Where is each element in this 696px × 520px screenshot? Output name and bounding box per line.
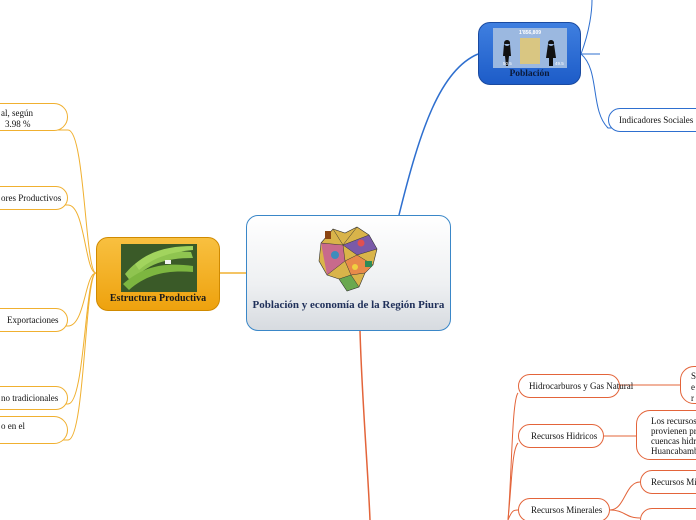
link-poblacion-top [580, 0, 593, 55]
svg-text:50.5: 50.5 [503, 61, 512, 66]
link-central-recursos [359, 330, 371, 520]
subtopic-hidrocarburos[interactable]: Hidrocarburos y Gas Natural [518, 374, 633, 398]
population-infographic-icon: 1'856,809 50.5 49.5 [493, 28, 567, 68]
svg-text:49.5: 49.5 [555, 61, 564, 66]
central-topic[interactable]: Población y economía de la Región Piura [246, 215, 451, 331]
leaf-exportaciones[interactable]: Exportaciones [0, 308, 68, 332]
leaf-no-tradicionales[interactable]: no tradicionales [0, 386, 68, 410]
topic-estructura-label: Estructura Productiva [109, 293, 207, 304]
subtopic-indicadores-sociales[interactable]: Indicadores Sociales [608, 108, 696, 132]
central-topic-title: Población y economía de la Región Piura [252, 299, 445, 311]
population-total: 1'856,809 [519, 30, 541, 36]
leaf-recursos-minerales-sub2[interactable] [640, 508, 696, 520]
banana-photo-icon [121, 244, 197, 292]
leaf-empleo[interactable]: o en el [0, 416, 68, 444]
subtopic-indicadores-label: Indicadores Sociales [619, 115, 694, 125]
link-poblacion-indicadores [580, 53, 696, 129]
leaf-sectores-productivos[interactable]: ores Productivos [0, 186, 68, 210]
note-hidrocarburos[interactable]: S e r [680, 366, 696, 404]
link-central-poblacion [398, 53, 479, 216]
topic-poblacion-label: Población [509, 69, 550, 79]
subtopic-recursos-minerales[interactable]: Recursos Minerales [518, 498, 610, 520]
note-recursos-hidricos[interactable]: Los recursos provienen pr cuencas hidro … [636, 410, 696, 460]
leaf-recursos-minerales-sub[interactable]: Recursos Mi [640, 470, 696, 494]
subtopic-recursos-hidricos[interactable]: Recursos Hidricos [518, 424, 604, 448]
leaf-pbi[interactable]: al, según 3.98 % [0, 103, 68, 131]
piura-map-icon [318, 226, 378, 292]
topic-poblacion[interactable]: 1'856,809 50.5 49.5 Población [478, 22, 581, 85]
topic-estructura-productiva[interactable]: Estructura Productiva [96, 237, 220, 311]
